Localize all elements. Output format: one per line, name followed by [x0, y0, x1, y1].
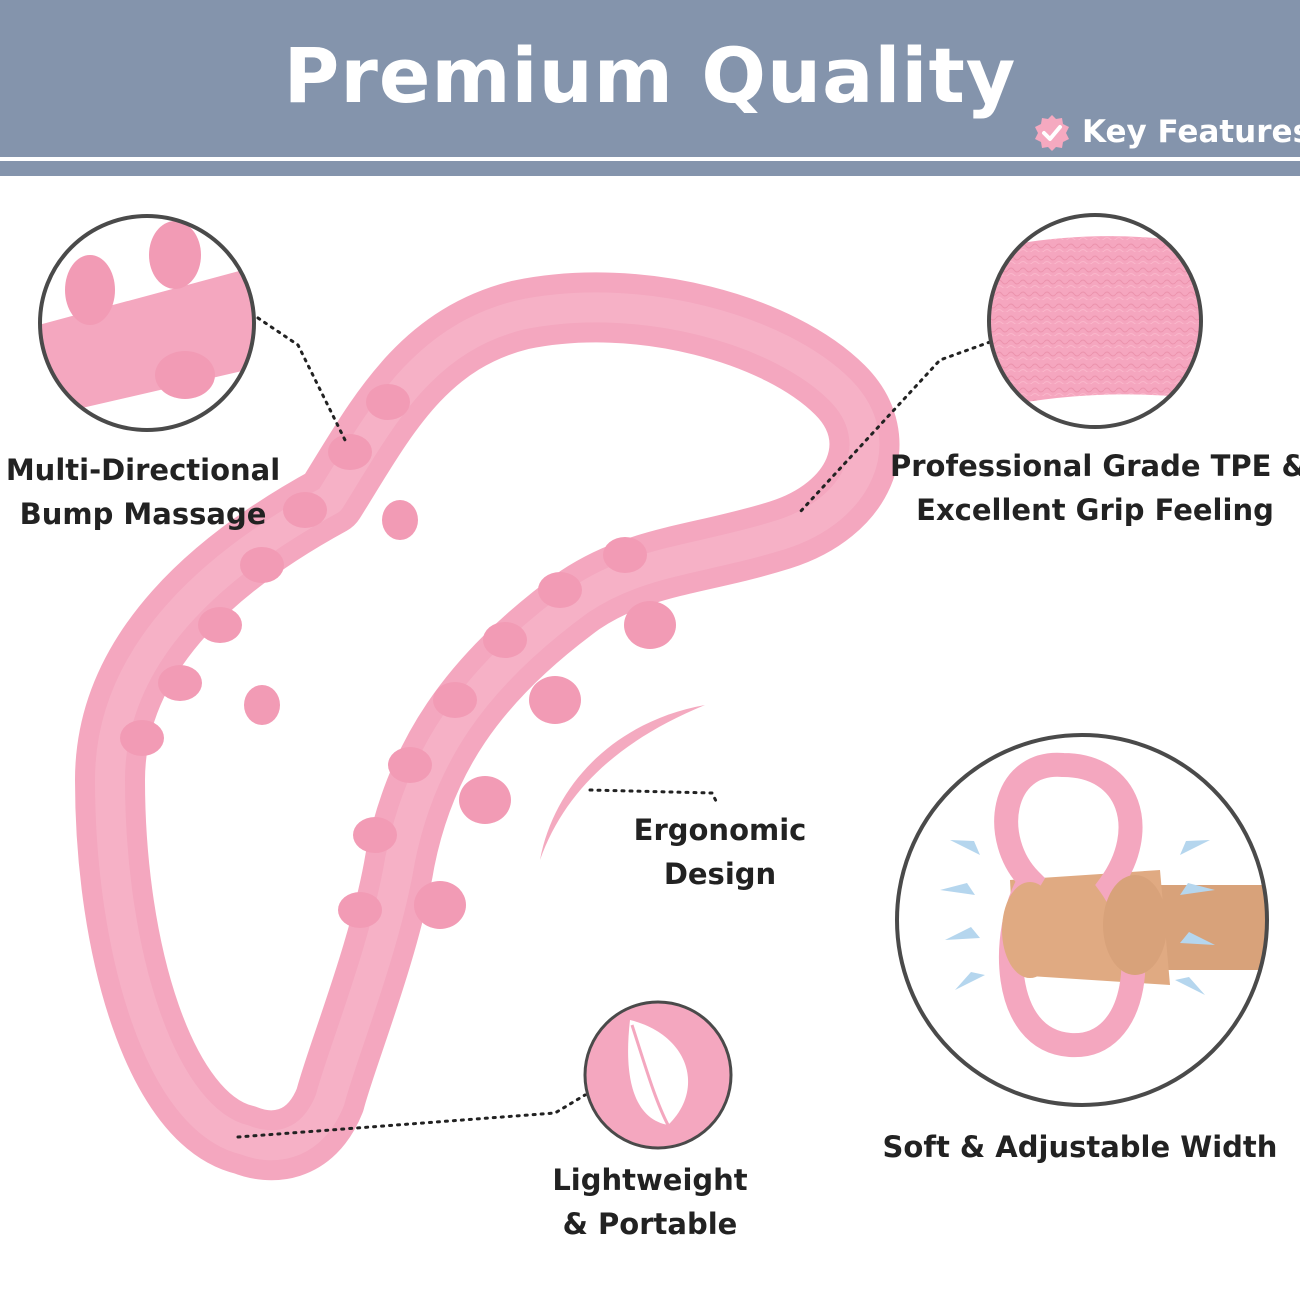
compress-arrows	[940, 840, 1215, 995]
feature-line: Multi-Directional	[5, 453, 281, 487]
check-badge-icon	[1035, 115, 1069, 151]
badge-label: Key Features	[1082, 114, 1300, 150]
feature-line: & Portable	[562, 1207, 738, 1241]
pilates-ring	[75, 272, 900, 1181]
squeeze-demo-circle	[895, 733, 1269, 1107]
feature-line: Soft & Adjustable Width	[882, 1130, 1278, 1164]
page-title: Premium Quality	[283, 31, 1017, 120]
feature-ergonomic: Ergonomic Design	[615, 808, 825, 896]
feather-icon	[628, 1020, 689, 1125]
feature-line: Professional Grade TPE &	[890, 449, 1300, 483]
feature-line: Ergonomic	[633, 813, 807, 847]
massage-bumps	[120, 384, 676, 929]
feature-tpe-grip: Professional Grade TPE & Excellent Grip …	[890, 444, 1300, 532]
feature-line: Bump Massage	[19, 497, 267, 531]
bump-detail-circle	[38, 214, 256, 432]
feature-line: Lightweight	[552, 1163, 748, 1197]
header-banner	[0, 0, 1300, 176]
feather-circle	[583, 1000, 733, 1150]
feature-bump-massage: Multi-Directional Bump Massage	[0, 448, 286, 536]
leader-lines	[236, 316, 992, 1139]
feature-line: Design	[663, 857, 777, 891]
feature-lightweight: Lightweight & Portable	[530, 1158, 770, 1246]
feature-adjustable-width: Soft & Adjustable Width	[870, 1125, 1290, 1169]
key-features-badge: Key Features	[1032, 113, 1300, 153]
texture-detail-circle	[987, 213, 1203, 429]
feature-line: Excellent Grip Feeling	[916, 493, 1274, 527]
header-divider	[0, 157, 1300, 161]
